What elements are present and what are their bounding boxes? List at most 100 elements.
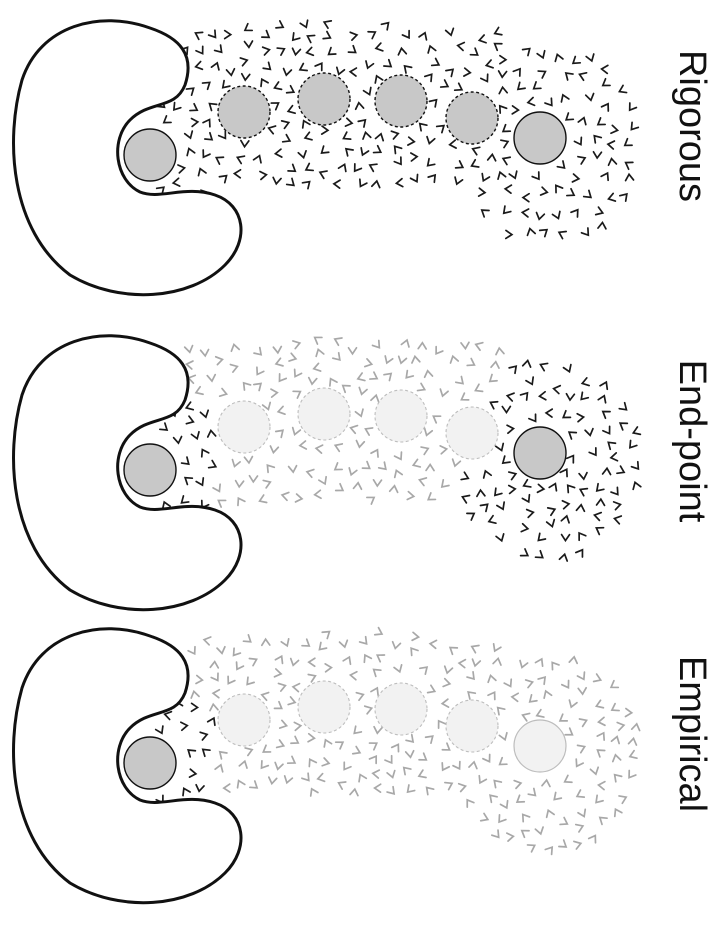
water-molecule: [426, 684, 437, 694]
water-molecule: [553, 791, 563, 801]
water-molecule: [521, 192, 530, 203]
water-molecule: [374, 74, 384, 84]
water-molecule: [278, 372, 288, 383]
water-molecule: [484, 59, 494, 69]
water-molecule: [307, 657, 316, 668]
water-molecule: [457, 782, 467, 793]
water-molecule: [361, 460, 371, 470]
water-molecule: [273, 81, 283, 91]
water-molecule: [249, 780, 259, 789]
water-molecule: [363, 705, 374, 715]
water-molecule: [537, 532, 547, 542]
water-molecule: [347, 44, 357, 54]
panel-rigorous: Rigorous: [12, 19, 713, 297]
water-molecule: [596, 749, 606, 758]
water-molecule: [519, 391, 529, 401]
water-molecule: [171, 177, 181, 187]
water-molecule: [545, 518, 556, 529]
water-molecule: [159, 422, 169, 431]
panel-label: Empirical: [671, 656, 713, 812]
water-molecule: [624, 172, 635, 182]
water-molecule: [184, 360, 194, 370]
water-molecule: [188, 768, 198, 779]
water-molecule: [537, 390, 547, 401]
water-molecule: [393, 156, 402, 166]
water-molecule: [492, 656, 502, 666]
water-molecule: [486, 152, 497, 162]
water-molecule: [243, 455, 254, 465]
water-molecule: [490, 360, 500, 370]
water-molecule: [427, 173, 437, 184]
water-molecule: [534, 826, 544, 836]
water-molecule: [334, 482, 345, 492]
water-molecule: [573, 136, 583, 146]
water-molecule: [585, 53, 595, 63]
water-molecule: [307, 376, 318, 386]
water-molecule: [426, 492, 437, 501]
water-molecule: [242, 634, 252, 643]
water-molecule: [610, 735, 620, 745]
panel-label: Rigorous: [671, 50, 713, 202]
water-molecule: [409, 152, 419, 162]
water-molecule: [595, 482, 605, 492]
intermediate-state: [217, 400, 271, 454]
water-molecule: [275, 739, 286, 749]
water-molecule: [359, 178, 368, 188]
water-molecule: [154, 725, 164, 735]
water-molecule: [237, 496, 246, 507]
water-molecule: [454, 176, 464, 186]
water-molecule: [541, 778, 551, 788]
water-molecule: [546, 507, 557, 517]
water-molecule: [286, 755, 297, 765]
water-molecule: [186, 147, 196, 157]
water-molecule: [618, 795, 628, 805]
water-molecule: [442, 677, 452, 688]
water-molecule: [423, 369, 434, 379]
water-molecule: [232, 168, 242, 179]
water-molecule: [520, 522, 530, 533]
water-molecule: [537, 675, 547, 686]
water-molecule: [333, 462, 344, 471]
water-molecule: [435, 345, 444, 356]
water-molecule: [393, 145, 403, 155]
water-molecule: [299, 19, 309, 29]
water-molecule: [628, 439, 638, 449]
water-molecule: [261, 46, 271, 56]
water-molecule: [374, 132, 385, 142]
water-molecule: [607, 441, 617, 451]
water-molecule: [308, 757, 318, 768]
water-molecule: [499, 54, 508, 65]
water-molecule: [477, 34, 487, 44]
water-molecule: [577, 686, 588, 696]
water-molecule: [243, 40, 254, 49]
water-molecule: [248, 474, 259, 484]
water-molecule: [584, 92, 595, 102]
water-molecule: [512, 67, 521, 77]
water-molecule: [365, 60, 375, 70]
water-molecule: [562, 363, 572, 374]
water-molecule: [206, 716, 216, 727]
water-molecule: [522, 478, 532, 488]
water-molecule: [374, 42, 384, 52]
water-molecule: [291, 682, 301, 693]
water-molecule: [584, 427, 594, 437]
solvent-layer: [154, 626, 641, 856]
water-molecule: [526, 96, 536, 107]
water-molecule: [463, 67, 472, 77]
water-molecule: [601, 410, 611, 420]
water-molecule: [609, 679, 620, 689]
water-molecule: [577, 116, 587, 126]
water-molecule: [461, 494, 471, 504]
water-molecule: [285, 84, 296, 94]
water-molecule: [199, 409, 210, 419]
water-molecule: [217, 499, 227, 508]
water-molecule: [332, 179, 341, 190]
water-molecule: [223, 29, 233, 40]
water-molecule: [403, 64, 413, 74]
bound-ligand: [123, 128, 177, 182]
water-molecule: [314, 444, 324, 454]
water-molecule: [495, 346, 505, 356]
water-molecule: [280, 491, 290, 502]
water-molecule: [435, 124, 446, 134]
water-molecule: [322, 20, 333, 30]
